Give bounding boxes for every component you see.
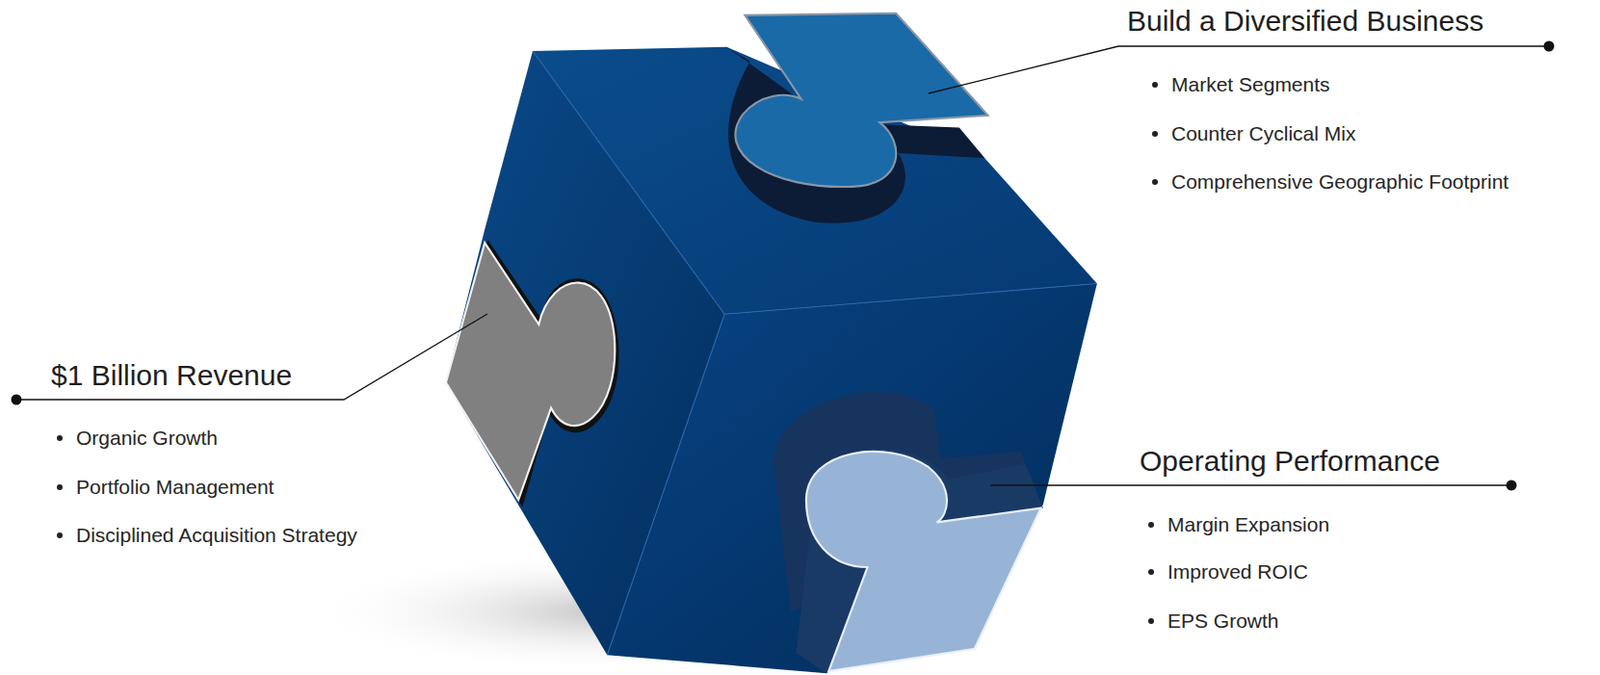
bullet-dots — [56, 81, 1158, 625]
callout-heading: Build a Diversified Business — [1127, 4, 1484, 39]
bullet-item: Counter Cyclical Mix — [1171, 122, 1356, 146]
bullet-item: EPS Growth — [1167, 609, 1280, 633]
cube-right-face — [606, 284, 1098, 675]
bullet-dot — [56, 532, 63, 539]
puzzle-piece-bottom — [806, 451, 1042, 672]
bullet-dot — [56, 435, 63, 442]
bullet-item: Organic Growth — [76, 426, 218, 450]
leader-dot — [1506, 480, 1518, 492]
puzzle-piece-top — [734, 13, 988, 187]
callout-heading: $1 Billion Revenue — [51, 359, 292, 394]
puzzle-piece-left — [445, 242, 615, 500]
cube — [306, 13, 1098, 674]
leader-line — [16, 314, 488, 400]
bullet-item: Comprehensive Geographic Footprint — [1171, 170, 1509, 194]
leader-line — [990, 484, 1512, 486]
cube-edge — [724, 284, 1098, 315]
cube-edge — [532, 51, 725, 315]
bullet-item: Disciplined Acquisition Strategy — [76, 524, 358, 548]
leader-dot — [1544, 41, 1555, 53]
bullet-item: Market Segments — [1171, 73, 1331, 97]
leader-dot — [11, 394, 23, 406]
puzzle-piece-side — [795, 448, 1043, 674]
bullet-dot — [1148, 522, 1155, 528]
cube-edge — [606, 314, 725, 656]
bullet-item: Margin Expansion — [1167, 513, 1330, 537]
bullet-dot — [1152, 131, 1158, 137]
bullet-dot — [1152, 81, 1158, 88]
bullet-dot — [1148, 569, 1155, 576]
bullet-dot — [56, 484, 63, 491]
bullet-item: Portfolio Management — [76, 475, 274, 499]
bullet-item: Improved ROIC — [1167, 560, 1309, 584]
callout-heading: Operating Performance — [1139, 445, 1441, 479]
bullet-dot — [1152, 179, 1158, 185]
bullet-dot — [1148, 618, 1155, 625]
